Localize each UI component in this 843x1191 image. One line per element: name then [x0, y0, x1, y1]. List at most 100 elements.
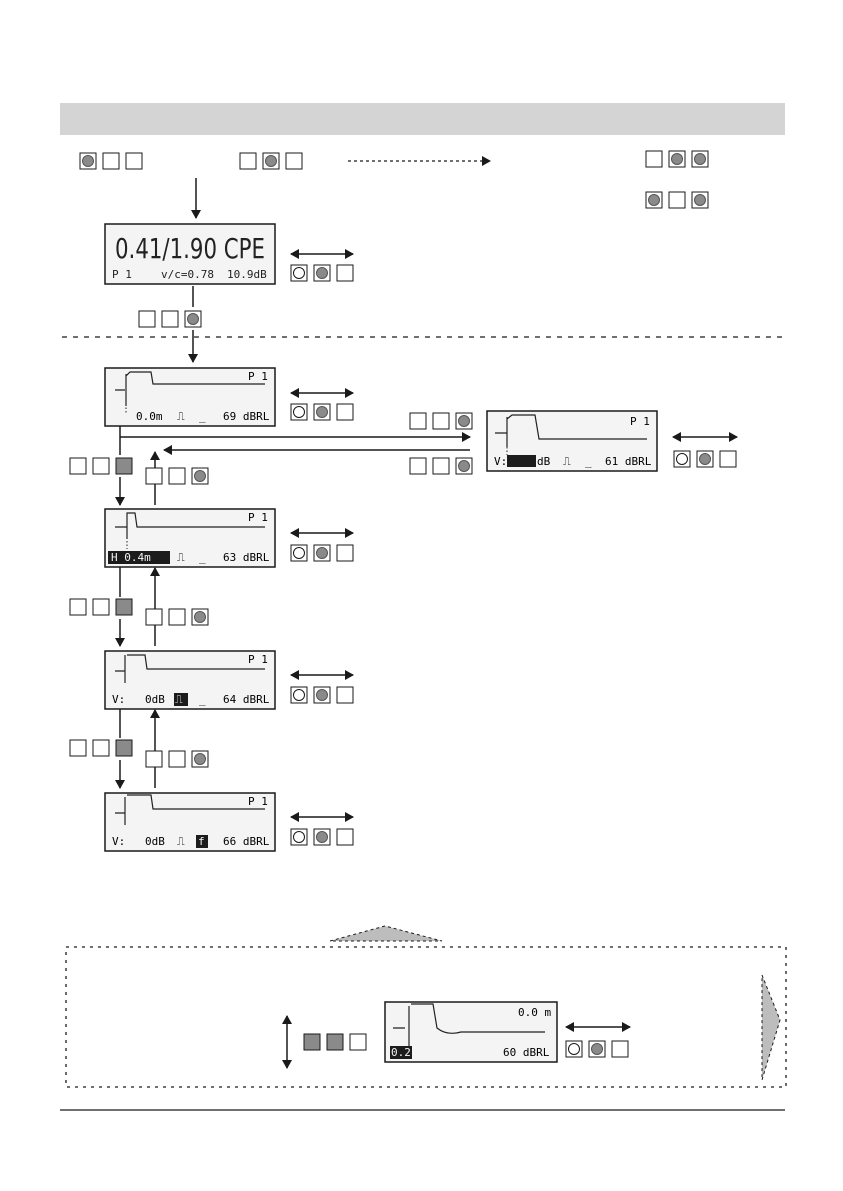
- led-indicator-key: [304, 1034, 320, 1050]
- led-lit-icon: [317, 407, 328, 418]
- led-lit-icon: [195, 754, 206, 765]
- led-indicator-off: [433, 413, 449, 429]
- main-lcd-screen: 0.41/1.90 CPE P 1 v/c=0.78 10.9dB: [105, 224, 275, 284]
- led-group-up-2: [146, 609, 208, 625]
- side-corner: P 1: [630, 415, 650, 428]
- led-indicator-off: [240, 153, 256, 169]
- led-indicator-off: [139, 311, 155, 327]
- led-indicator-off: [337, 265, 353, 281]
- trace2-pulse: ⎍: [177, 551, 185, 564]
- led-indicator-off: [70, 458, 86, 474]
- led-group-top-2: [240, 153, 302, 169]
- led-indicator-off: [146, 609, 162, 625]
- trace2-blank: _: [199, 551, 206, 564]
- trace3-prefix: V:: [112, 693, 125, 706]
- led-lit-icon: [317, 832, 328, 843]
- trace2-value: 63 dBRL: [223, 551, 270, 564]
- trace2-highlight: H 0.4m: [111, 551, 151, 564]
- led-lit-icon: [649, 195, 660, 206]
- led-group-side-down: [410, 458, 472, 474]
- led-lit-icon: [195, 612, 206, 623]
- led-indicator-off: [93, 740, 109, 756]
- led-indicator-off: [169, 468, 185, 484]
- main-lcd-db: 10.9dB: [227, 268, 267, 281]
- led-indicator-off: [70, 599, 86, 615]
- dashed-region-right-tab: [762, 975, 780, 1080]
- trace1-blank: _: [199, 410, 206, 423]
- led-group-side-up: [410, 413, 472, 429]
- dashed-region-top-tab: [330, 926, 442, 941]
- led-group-top-3: [646, 151, 708, 167]
- trace4-corner: P 1: [248, 795, 268, 808]
- led-indicator-off: [103, 153, 119, 169]
- header-band: [60, 103, 785, 135]
- led-group-up-1: [146, 468, 208, 484]
- trace4-gain: 0dB: [145, 835, 165, 848]
- led-indicator-off: [146, 468, 162, 484]
- led-group-main-right: [291, 265, 353, 281]
- led-lit-icon: [459, 461, 470, 472]
- led-lit-icon: [459, 416, 470, 427]
- led-indicator-off: [126, 153, 142, 169]
- led-indicator-off: [350, 1034, 366, 1050]
- led-indicator-off: [720, 451, 736, 467]
- led-lit-icon: [83, 156, 94, 167]
- led-group-down-3: [70, 740, 132, 756]
- trace-screen-4: P 1 V: 0dB ⎍ f 66 dBRL: [105, 793, 275, 851]
- led-indicator-key: [327, 1034, 343, 1050]
- side-value: 61 dBRL: [605, 455, 652, 468]
- led-group-main-below: [139, 311, 201, 327]
- trace3-blank: _: [199, 693, 206, 706]
- trace3-highlight: ⎍: [175, 693, 183, 706]
- side-prefix: V:: [494, 455, 507, 468]
- led-indicator-off: [669, 192, 685, 208]
- trace-screen-bottom: 0.0 m 0.2 60 dBRL: [385, 1002, 557, 1062]
- trace4-value: 66 dBRL: [223, 835, 270, 848]
- side-highlight-box: [507, 455, 536, 467]
- led-lit-icon: [672, 154, 683, 165]
- trace-screen-3: P 1 V: 0dB ⎍ _ 64 dBRL: [105, 651, 275, 709]
- trace3-value: 64 dBRL: [223, 693, 270, 706]
- led-indicator-off: [146, 751, 162, 767]
- side-blank: _: [585, 455, 592, 468]
- led-indicator-off: [337, 545, 353, 561]
- led-ring-icon: [294, 690, 305, 701]
- trace2-corner: P 1: [248, 511, 268, 524]
- led-ring-icon: [569, 1044, 580, 1055]
- led-indicator-off: [70, 740, 86, 756]
- led-indicator-off: [337, 404, 353, 420]
- led-group-trace1-right: [291, 404, 353, 420]
- led-lit-icon: [592, 1044, 603, 1055]
- trace4-highlight: f: [198, 835, 205, 848]
- led-group-trace4-right: [291, 829, 353, 845]
- main-lcd-vc: v/c=0.78: [161, 268, 214, 281]
- led-lit-icon: [266, 156, 277, 167]
- trace1-pulse: ⎍: [177, 410, 185, 423]
- led-indicator-off: [169, 609, 185, 625]
- led-lit-icon: [188, 314, 199, 325]
- bottom-highlight: 0.2: [391, 1046, 411, 1059]
- led-lit-icon: [317, 268, 328, 279]
- led-indicator-off: [162, 311, 178, 327]
- led-indicator-key: [116, 458, 132, 474]
- main-lcd-port: P 1: [112, 268, 132, 281]
- side-unit: dB: [537, 455, 551, 468]
- led-lit-icon: [695, 154, 706, 165]
- led-group-down-1: [70, 458, 132, 474]
- led-lit-icon: [195, 471, 206, 482]
- trace-screen-side: P 1 V: dB ⎍ _ 61 dBRL: [487, 411, 657, 471]
- led-ring-icon: [294, 268, 305, 279]
- led-indicator-off: [337, 829, 353, 845]
- trace-screen-1: P 1 0.0m ⎍ _ 69 dBRL: [105, 368, 275, 426]
- led-ring-icon: [294, 832, 305, 843]
- side-pulse: ⎍: [563, 455, 571, 468]
- bottom-corner: 0.0 m: [518, 1006, 551, 1019]
- led-indicator-off: [286, 153, 302, 169]
- trace3-gain: 0dB: [145, 693, 165, 706]
- led-indicator-off: [433, 458, 449, 474]
- trace3-corner: P 1: [248, 653, 268, 666]
- led-group-top-4: [646, 192, 708, 208]
- led-indicator-key: [116, 599, 132, 615]
- led-indicator-off: [93, 458, 109, 474]
